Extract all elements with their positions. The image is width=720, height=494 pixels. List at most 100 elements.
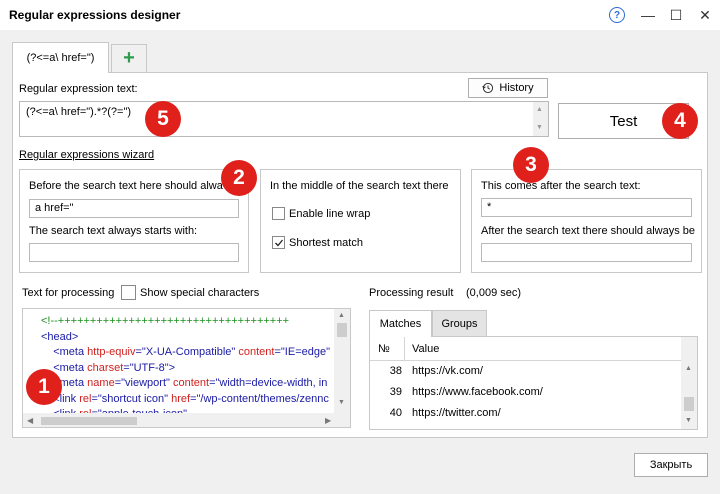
starts-with-label: The search text always starts with: [29, 225, 198, 237]
tab-regex[interactable]: (?<=a\ href=") [12, 42, 109, 73]
before-label: Before the search text here should alwa [29, 180, 223, 192]
shortest-checkbox-row[interactable]: Shortest match [272, 236, 363, 249]
code-token: <head> [41, 330, 79, 343]
regex-value: (?<=a\ href=").*?(?=") [26, 106, 132, 118]
wizard-link[interactable]: Regular expressions wizard [19, 149, 155, 161]
scroll-left-icon[interactable]: ◀ [27, 416, 34, 425]
code-token: <!--++++++++++++++++++++++++++++++++++++ [41, 315, 290, 327]
code-token: = [123, 361, 130, 374]
before-input[interactable]: a href=" [29, 199, 239, 218]
middle-label: In the middle of the search text there [270, 180, 449, 192]
code-line: <link rel="apple-touch-icon" [41, 408, 187, 413]
tab-matches[interactable]: Matches [369, 310, 432, 337]
badge-1: 1 [26, 369, 62, 405]
scroll-up-icon[interactable]: ▲ [536, 106, 543, 113]
code-token: = [135, 346, 142, 358]
code-token: "X-UA-Compatible" [141, 346, 236, 358]
code-token: <meta [41, 346, 88, 358]
after-always-label: After the search text there should alway… [481, 225, 696, 237]
code-h-scrollbar[interactable]: ◀ ▶ [23, 413, 350, 427]
scroll-down-icon[interactable]: ▼ [338, 399, 345, 406]
code-line: <head> [41, 331, 78, 343]
badge-5: 5 [145, 101, 181, 137]
special-chars-checkbox[interactable] [121, 285, 136, 300]
history-button[interactable]: History [468, 78, 548, 98]
code-token: name [87, 377, 115, 389]
badge-4: 4 [662, 103, 698, 139]
regex-input[interactable]: (?<=a\ href=").*?(?=") [19, 101, 549, 137]
code-token: charset [87, 361, 124, 374]
scroll-thumb[interactable] [337, 323, 347, 337]
row-num: 38 [389, 365, 402, 377]
table-row[interactable]: 38 https://vk.com/ [370, 361, 682, 381]
scroll-down-icon[interactable]: ▼ [536, 124, 543, 131]
tab-groups[interactable]: Groups [432, 310, 487, 337]
code-line: <!--++++++++++++++++++++++++++++++++++++ [41, 315, 289, 327]
line-wrap-checkbox[interactable] [272, 207, 285, 220]
processing-textarea[interactable]: <!--++++++++++++++++++++++++++++++++++++… [22, 308, 351, 428]
code-token: content [169, 377, 210, 389]
code-token: content [235, 346, 275, 358]
help-circle: ? [609, 7, 625, 23]
code-line: <meta name="viewport" content="width=dev… [41, 377, 327, 389]
code-area: <!--++++++++++++++++++++++++++++++++++++… [23, 309, 336, 413]
row-num: 39 [389, 386, 402, 398]
after-label: This comes after the search text: [481, 180, 641, 192]
code-token: http-equiv [87, 346, 136, 358]
special-chars-label: Show special characters [140, 286, 260, 299]
table-row[interactable]: 40 https://twitter.com/ [370, 403, 682, 423]
scroll-up-icon[interactable]: ▲ [685, 365, 692, 372]
code-line: <meta http-equiv="X-UA-Compatible" conte… [41, 346, 330, 358]
scroll-thumb[interactable] [684, 397, 694, 411]
code-token: href [168, 392, 191, 405]
code-token: <meta [41, 361, 88, 374]
processing-label: Text for processing [22, 287, 115, 299]
shortest-checkbox[interactable] [272, 236, 285, 249]
code-token: "/wp-content/themes/zennc [196, 392, 329, 405]
code-token: "apple-touch-icon" [98, 408, 187, 413]
after-always-input[interactable] [481, 243, 692, 262]
code-token: "IE=edge" [280, 346, 331, 358]
code-token: rel [79, 408, 91, 413]
row-value: https://twitter.com/ [412, 407, 501, 419]
maximize-icon[interactable]: ☐ [669, 6, 683, 23]
starts-with-input[interactable] [29, 243, 239, 262]
code-token: "UTF-8" [129, 361, 169, 374]
add-tab-button[interactable]: + [111, 44, 147, 72]
code-token: <link [41, 408, 79, 413]
results-scrollbar[interactable]: ▲ ▼ [681, 337, 697, 429]
code-v-scrollbar[interactable]: ▲ ▼ [334, 309, 350, 413]
window-title: Regular expressions designer [9, 8, 181, 22]
minimize-icon[interactable]: — [641, 7, 655, 23]
code-line: <link rel="shortcut icon" href="/wp-cont… [41, 393, 329, 405]
regex-scrollbar[interactable]: ▲ ▼ [533, 102, 548, 136]
col-num-header[interactable]: № [378, 343, 390, 355]
row-value: https://vk.com/ [412, 365, 483, 377]
after-input[interactable]: * [481, 198, 692, 217]
history-icon [482, 82, 494, 94]
code-token: = [114, 377, 122, 389]
scroll-down-icon[interactable]: ▼ [685, 417, 692, 424]
code-token: = [190, 392, 197, 405]
special-chars-row[interactable]: Show special characters [121, 285, 259, 300]
badge-3: 3 [513, 147, 549, 183]
close-icon[interactable]: ✕ [699, 6, 711, 23]
title-bar [0, 0, 720, 30]
scroll-right-icon[interactable]: ▶ [325, 416, 332, 425]
row-num: 40 [389, 407, 402, 419]
line-wrap-checkbox-row[interactable]: Enable line wrap [272, 207, 370, 220]
help-icon[interactable]: ? [606, 4, 628, 26]
col-divider [404, 337, 405, 361]
regex-label: Regular expression text: [19, 83, 138, 95]
result-label: Processing result [369, 287, 454, 299]
h-scroll-thumb[interactable] [41, 417, 137, 425]
code-token: > [168, 361, 176, 374]
checkmark-icon [274, 239, 283, 246]
badge-2: 2 [221, 160, 257, 196]
scroll-up-icon[interactable]: ▲ [338, 312, 345, 319]
close-button[interactable]: Закрыть [634, 453, 708, 477]
col-value-header[interactable]: Value [412, 343, 440, 355]
code-token: = [91, 408, 97, 413]
